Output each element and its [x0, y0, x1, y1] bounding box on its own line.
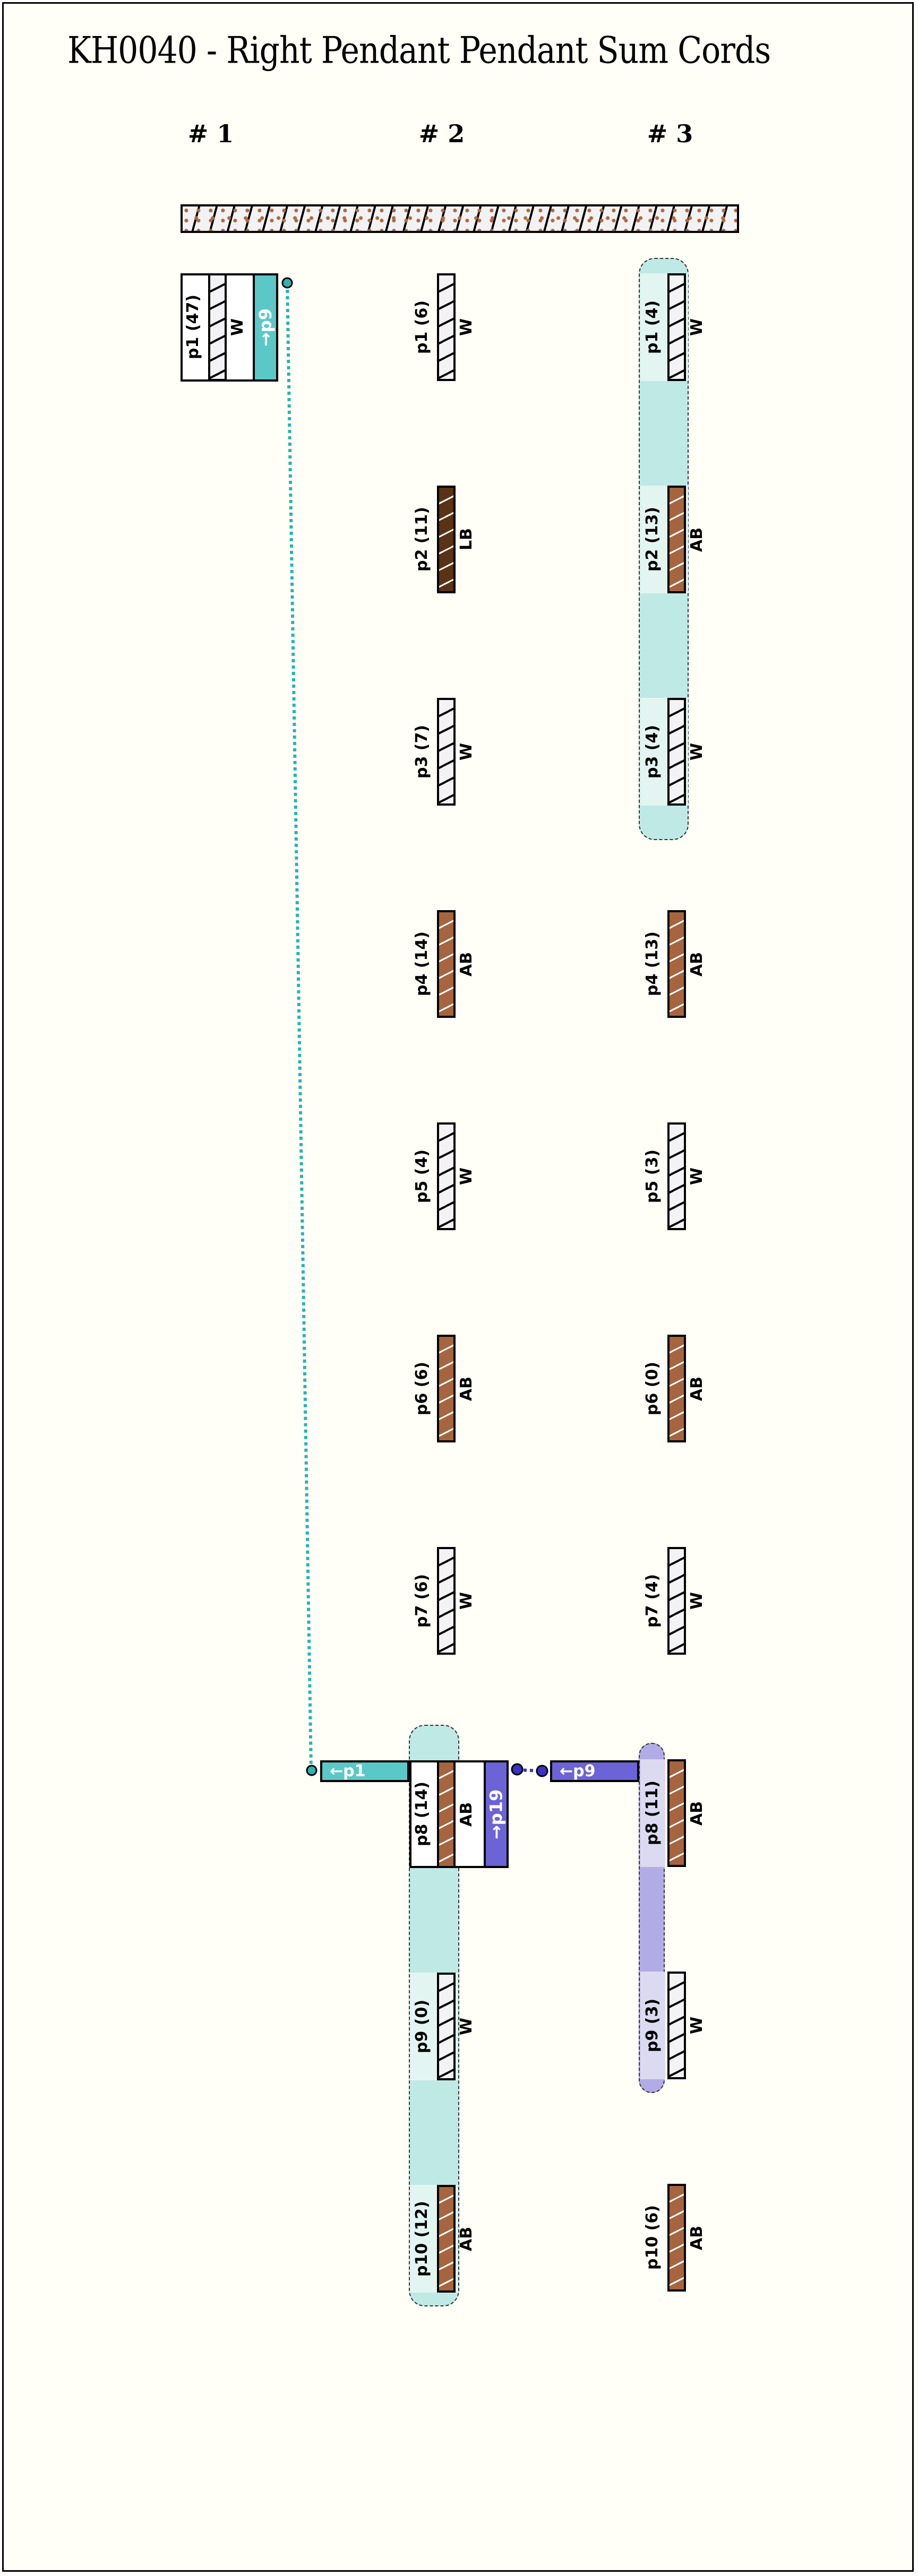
- pendant-cord-p5[interactable]: [437, 1122, 456, 1230]
- pendant-cord-p8[interactable]: [437, 1760, 456, 1868]
- pendant-cord-p5[interactable]: [667, 1122, 686, 1230]
- pendant-cord-p8[interactable]: [667, 1759, 686, 1867]
- sum-link-box[interactable]: →p9: [253, 273, 278, 382]
- primary-cord: [181, 204, 739, 233]
- column-header-2: # 2: [418, 119, 465, 148]
- pendant-cord-p10[interactable]: [667, 2184, 686, 2292]
- pendant-cord-p1[interactable]: [208, 273, 227, 381]
- column-header-1: # 1: [187, 119, 234, 148]
- pendant-cord-p2[interactable]: [667, 486, 686, 593]
- column-header-3: # 3: [647, 119, 693, 148]
- pendant-cord-p4[interactable]: [667, 910, 686, 1018]
- pendant-cord-p9[interactable]: [667, 1972, 686, 2079]
- link-dot: [306, 1765, 318, 1776]
- pendant-cord-p1[interactable]: [437, 273, 456, 381]
- pendant-cord-p1[interactable]: [667, 273, 686, 381]
- pendant-cord-p4[interactable]: [437, 910, 456, 1018]
- pendant-cord-p3[interactable]: [437, 698, 456, 806]
- pendant-cord-p6[interactable]: [437, 1335, 456, 1442]
- sum-link-box[interactable]: →p19: [484, 1760, 509, 1868]
- pendant-cord-p2[interactable]: [437, 486, 456, 593]
- pendant-cord-p7[interactable]: [437, 1547, 456, 1655]
- source-link-box[interactable]: ←p1: [320, 1760, 409, 1782]
- link-dot: [281, 277, 293, 289]
- pendant-cord-p9[interactable]: [437, 1973, 456, 2080]
- teal-link-line: [286, 283, 313, 1771]
- link-dot: [511, 1763, 524, 1776]
- link-dot: [536, 1765, 548, 1777]
- band-highlight: [640, 1759, 665, 1867]
- pendant-cord-p7[interactable]: [667, 1547, 686, 1655]
- pendant-cord-p6[interactable]: [667, 1335, 686, 1442]
- page-title: KH0040 - Right Pendant Pendant Sum Cords: [67, 29, 771, 72]
- pendant-cord-p10[interactable]: [437, 2185, 456, 2293]
- source-link-box[interactable]: ←p9: [550, 1760, 639, 1782]
- pendant-cord-p3[interactable]: [667, 698, 686, 806]
- band-highlight: [640, 1972, 665, 2079]
